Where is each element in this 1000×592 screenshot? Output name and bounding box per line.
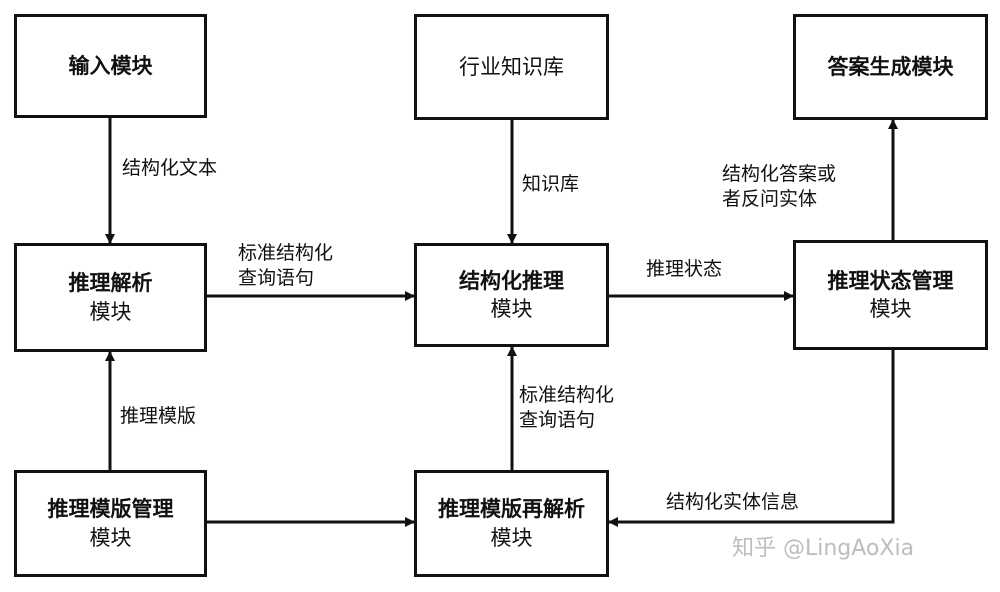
input-module-box: 输入模块 [14,14,207,118]
node-sublabel: 模块 [490,525,533,550]
edge-label-knowledge-base: 知识库 [522,173,580,195]
reasoning-state-box: 推理状态管理 模块 [793,240,988,350]
edge-label-line: 查询语句 [519,408,596,431]
edge-label-standard-query-1: 标准结构化 查询语句 [238,241,333,290]
template-management-box: 推理模版管理 模块 [14,470,207,577]
template-reparse-box: 推理模版再解析 模块 [414,470,609,577]
edge-label-line: 标准结构化 [238,242,334,264]
answer-generation-box: 答案生成模块 [793,14,988,120]
edge-label-reasoning-template: 推理模版 [120,405,197,427]
edge-label-line: 结构化答案或 [722,163,837,185]
node-sublabel: 模块 [490,297,533,321]
node-label: 答案生成模块 [827,54,954,79]
edge-label-structured-answer: 结构化答案或 者反问实体 [722,162,836,211]
edge-label-reasoning-state: 推理状态 [646,258,723,280]
node-sublabel: 模块 [89,299,132,324]
edge-label-line: 标准结构化 [519,384,615,406]
reasoning-parse-box: 推理解析 模块 [14,243,207,352]
structured-reasoning-box: 结构化推理 模块 [414,243,609,347]
edge-label-standard-query-2: 标准结构化 查询语句 [519,383,614,432]
node-sublabel: 模块 [869,297,912,321]
watermark: 知乎 @LingAoXia [732,536,915,561]
edge-state-to-reparse [608,350,895,527]
edge-label-structured-entity: 结构化实体信息 [666,491,800,513]
node-label: 推理解析 [68,271,153,296]
node-label: 输入模块 [68,53,153,78]
node-label: 推理模版再解析 [438,497,585,522]
node-label: 推理状态管理 [827,268,954,293]
node-sublabel: 模块 [89,525,132,550]
edge-label-structured-text: 结构化文本 [122,157,218,179]
node-label: 推理模版管理 [47,497,174,522]
node-label: 行业知识库 [459,54,564,79]
edge-label-line: 者反问实体 [722,187,818,210]
edge-label-line: 查询语句 [238,266,315,289]
industry-kb-box: 行业知识库 [414,14,609,120]
node-label: 结构化推理 [459,268,564,293]
